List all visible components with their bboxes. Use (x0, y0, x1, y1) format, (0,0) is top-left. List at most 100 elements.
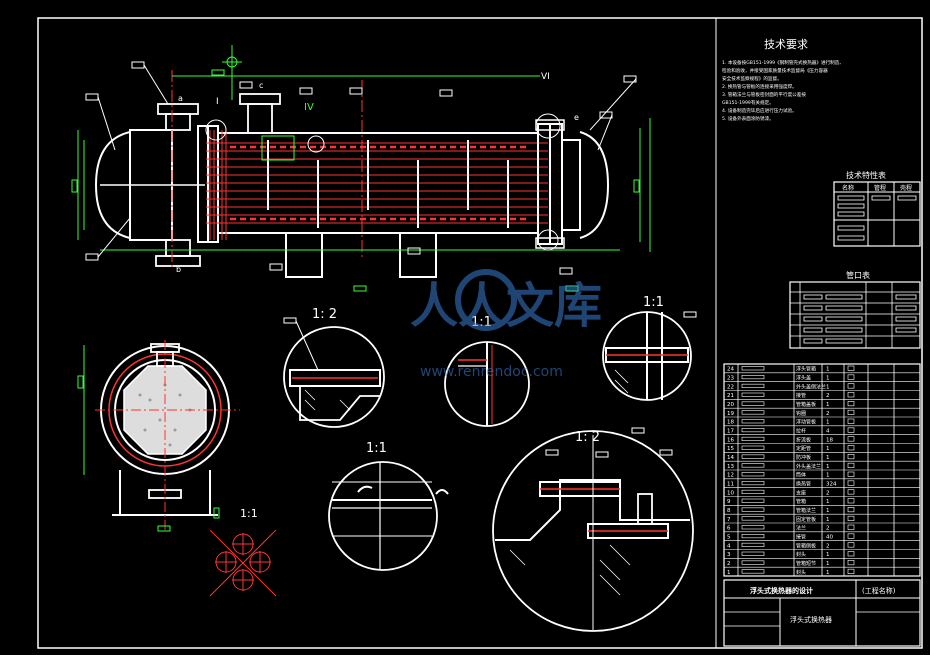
parts-row-name: 接管 (796, 392, 806, 399)
parts-row-number: 20 (727, 402, 734, 408)
parts-row-name: 外头盖法兰 (796, 463, 821, 470)
parts-row-qty: 1 (826, 473, 830, 479)
scale-label-detail-left-mid: 1: 2 (312, 307, 337, 322)
parts-row-number: 19 (727, 411, 734, 417)
parts-row-qty: 1 (826, 508, 830, 514)
tech-requirement-line: 2. 换热管与管板的连接采用强度焊。 (722, 83, 797, 90)
scale-label-detail-lower-center: 1:1 (366, 441, 387, 456)
parts-row-name: 支座 (796, 489, 806, 496)
title-block-name: 浮头式换热器的设计 (750, 586, 813, 595)
parts-row-qty: 324 (826, 481, 837, 487)
parts-row-qty: 1 (826, 517, 830, 523)
parts-row-name: 管箱盖板 (796, 401, 816, 408)
parts-row-name: 防冲板 (796, 454, 811, 461)
parts-row-number: 17 (727, 428, 734, 434)
bolt-pattern-detail: 1:1 (209, 507, 277, 597)
parts-row-name: 钩圈 (796, 410, 806, 417)
parts-row-number: 1 (727, 570, 731, 576)
parts-row-name: 浮头管箱 (796, 366, 816, 373)
parts-row-qty: 2 (826, 393, 830, 399)
detail-view-left-mid: 1: 2 (283, 307, 385, 428)
parts-row-name: 折流板 (796, 436, 811, 443)
tech-characteristics-title: 技术特性表 (846, 170, 886, 180)
tech-requirement-line: 安全技术监察规程》的监督。 (722, 75, 782, 82)
parts-row-number: 6 (727, 526, 731, 532)
parts-row-qty: 2 (826, 543, 830, 549)
detail-view-lower-right: 1: 2 (492, 427, 694, 632)
title-block: 浮头式换热器的设计 (工程名称) 浮头式换热器 (723, 579, 921, 647)
parts-row-name: 筒体 (796, 472, 806, 479)
nozzle-table-title: 管口表 (846, 270, 870, 280)
parts-row-name: 法兰 (796, 525, 806, 532)
parts-row-number: 23 (727, 375, 734, 381)
parts-row-qty: 1 (826, 375, 830, 381)
parts-row-number: 10 (727, 490, 734, 496)
parts-row-qty: 1 (826, 402, 830, 408)
detail-view-right-top: 1:1 (602, 295, 697, 401)
parts-row-qty: 1 (826, 499, 830, 505)
parts-row-name: 浮头盖 (796, 374, 811, 381)
parts-row-number: 22 (727, 384, 734, 390)
section-end-view (77, 340, 240, 532)
parts-row-number: 8 (727, 508, 731, 514)
parts-row-number: 24 (727, 367, 734, 373)
parts-row-number: 11 (727, 481, 734, 487)
parts-row-number: 3 (727, 552, 731, 558)
technical-requirements: 技术要求 1. 本设备按GB151-1999《钢制管壳式换热器》进行制造、 检验… (715, 18, 844, 648)
title-block-project: (工程名称) (862, 586, 896, 595)
parts-row-qty: 1 (826, 367, 830, 373)
parts-row-name: 接管 (796, 533, 806, 540)
nozzle-label-a: a (178, 94, 183, 103)
tech-requirement-line: 检验和验收，并接受国家质量技术监督局《压力容器 (722, 67, 828, 74)
nozzle-label-b: b (176, 265, 181, 274)
watermark: 人人文库 www.renrendoc.com (410, 269, 602, 380)
view-label-section-iv: IV (304, 102, 314, 113)
detail-view-lower-center: 1:1 (328, 441, 449, 571)
parts-row-name: 拉杆 (796, 427, 806, 434)
parts-row-name: 封头 (796, 569, 806, 576)
tech-requirement-line: 4. 设备制造完毕后应进行压力试验。 (722, 107, 797, 114)
tech-requirement-line: 3. 管箱法兰与管板密封面的平行度公差按 (722, 91, 806, 98)
parts-row-qty: 1 (826, 384, 830, 390)
parts-row-name: 管箱法兰 (796, 507, 816, 514)
parts-row-qty: 1 (826, 455, 830, 461)
parts-row-name: 浮动管板 (796, 419, 816, 426)
view-label-section-vi: VI (541, 72, 550, 82)
parts-row-name: 封头 (796, 551, 806, 558)
scale-label-bolt-pattern: 1:1 (240, 507, 258, 520)
parts-row-number: 7 (727, 517, 731, 523)
scale-label-detail-right-top: 1:1 (643, 295, 664, 310)
parts-row-number: 16 (727, 437, 734, 443)
watermark-subtext: www.renrendoc.com (420, 364, 563, 380)
main-elevation-view: I IV VI a b c e (71, 45, 651, 292)
tech-char-header: 壳程 (900, 184, 912, 192)
parts-row-name: 管箱侧板 (796, 542, 816, 549)
parts-row-number: 5 (727, 534, 731, 540)
parts-row-name: 定距管 (796, 445, 811, 452)
parts-row-number: 21 (727, 393, 734, 399)
parts-row-qty: 1 (826, 420, 830, 426)
nozzle-table: 管口表 (789, 270, 921, 349)
scale-label-detail-lower-right: 1: 2 (575, 430, 600, 445)
tech-requirement-line: GB151-1999有关规定。 (722, 99, 774, 106)
title-block-drawing: 浮头式换热器 (790, 615, 832, 624)
parts-row-qty: 40 (826, 534, 833, 540)
drawing-frame (37, 17, 923, 649)
parts-row-name: 固定管板 (796, 516, 816, 523)
parts-row-number: 12 (727, 473, 734, 479)
parts-row-qty: 2 (826, 526, 830, 532)
tech-requirement-line: 5. 设备外表面涂防锈漆。 (722, 115, 774, 122)
parts-row-number: 2 (727, 561, 731, 567)
tech-char-header: 名称 (842, 184, 854, 192)
parts-row-qty: 1 (826, 464, 830, 470)
parts-row-name: 外头盖侧法兰 (796, 383, 826, 390)
tech-characteristics-table: 技术特性表 名称 管程 壳程 (833, 170, 921, 247)
parts-row-number: 13 (727, 464, 734, 470)
parts-row-name: 管箱短节 (796, 560, 816, 567)
parts-row-qty: 1 (826, 552, 830, 558)
view-label-section-i: I (216, 97, 219, 107)
watermark-text: 人人文库 (410, 278, 602, 334)
tech-requirement-line: 1. 本设备按GB151-1999《钢制管壳式换热器》进行制造、 (722, 59, 844, 66)
